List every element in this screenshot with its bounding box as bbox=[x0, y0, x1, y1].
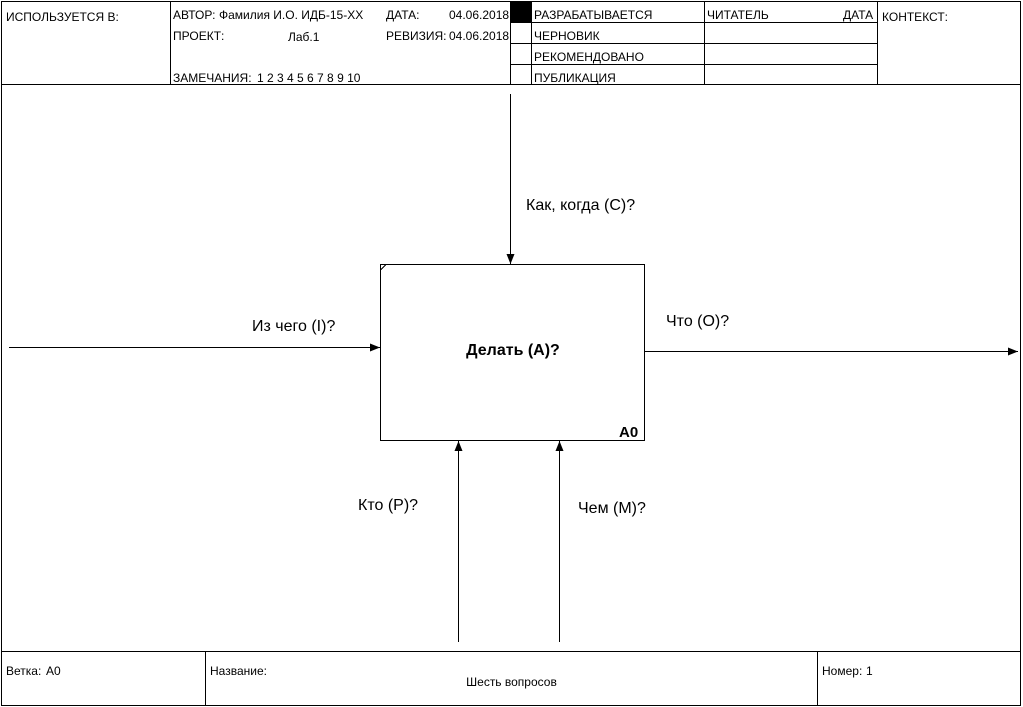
date-label: ДАТА: bbox=[386, 8, 420, 22]
control-label: Как, когда (C)? bbox=[526, 197, 636, 214]
used-in-label: ИСПОЛЬЗУЕТСЯ В: bbox=[6, 10, 119, 24]
status-recommended: РЕКОМЕНДОВАНО bbox=[534, 50, 644, 64]
revision-value: 04.06.2018 bbox=[449, 29, 510, 43]
activity-box-title[interactable]: Делать (A)? bbox=[466, 342, 560, 359]
status-draft: ЧЕРНОВИК bbox=[534, 29, 600, 43]
reader-label: ЧИТАТЕЛЬ bbox=[707, 8, 769, 22]
title-label: Название: bbox=[210, 664, 267, 678]
notes-value: 1 2 3 4 5 6 7 8 9 10 bbox=[257, 71, 361, 85]
output-label: Что (O)? bbox=[666, 313, 730, 330]
diagram-title: Шесть вопросов bbox=[466, 675, 557, 689]
project-label: ПРОЕКТ: bbox=[173, 29, 225, 43]
status-publication: ПУБЛИКАЦИЯ bbox=[534, 71, 616, 85]
node-label: Ветка: bbox=[6, 664, 42, 678]
input-label: Из чего (I)? bbox=[252, 318, 336, 335]
mechanism-m-label: Чем (M)? bbox=[578, 500, 646, 517]
author-label: АВТОР: bbox=[173, 8, 216, 22]
notes-label: ЗАМЕЧАНИЯ: bbox=[173, 71, 252, 85]
project-value: Лаб.1 bbox=[288, 30, 320, 44]
revision-label: РЕВИЗИЯ: bbox=[386, 29, 447, 43]
reader-date-label: ДАТА bbox=[843, 8, 874, 22]
activity-box-id: A0 bbox=[619, 424, 639, 441]
node-value: A0 bbox=[46, 664, 61, 678]
number-value: 1 bbox=[866, 664, 873, 678]
activity-box-outline bbox=[380, 264, 645, 441]
author-value: Фамилия И.О. ИДБ-15-ХХ bbox=[219, 8, 364, 22]
number-label: Номер: bbox=[822, 664, 863, 678]
context-label: КОНТЕКСТ: bbox=[882, 10, 948, 24]
status-marker bbox=[511, 2, 531, 22]
mechanism-p-label: Кто (P)? bbox=[358, 497, 419, 514]
date-value: 04.06.2018 bbox=[449, 8, 510, 22]
status-working: РАЗРАБАТЫВАЕТСЯ bbox=[534, 8, 653, 22]
